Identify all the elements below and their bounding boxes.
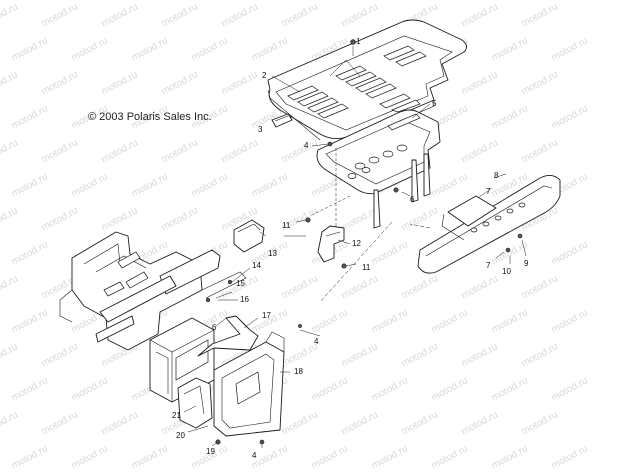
callout-2: 2 — [262, 71, 267, 80]
callout-9: 9 — [524, 259, 529, 268]
callout-16: 16 — [240, 295, 249, 304]
callout-21: 21 — [172, 411, 181, 420]
callout-14: 14 — [252, 261, 261, 270]
callout-7a: 7 — [486, 187, 491, 196]
reflector — [271, 113, 293, 128]
callout-17: 17 — [262, 311, 271, 320]
callout-13: 13 — [268, 249, 277, 258]
callout-11b: 11 — [362, 263, 371, 272]
copyright-text: © 2003 Polaris Sales Inc. — [88, 111, 212, 123]
callout-6a: 6 — [410, 195, 415, 204]
callout-3: 3 — [258, 125, 263, 134]
tail-light — [233, 219, 265, 253]
guard-flap — [197, 315, 285, 437]
rear-bumper — [417, 175, 561, 274]
callout-4c: 4 — [252, 451, 257, 460]
leader-lines — [183, 46, 527, 448]
callout-5: 5 — [432, 99, 437, 108]
callout-19: 19 — [206, 447, 215, 456]
callout-4b: 4 — [314, 337, 319, 346]
callout-15: 15 — [236, 279, 245, 288]
callout-12: 12 — [352, 239, 361, 248]
callout-1: 1 — [356, 37, 361, 46]
mounting-bracket — [317, 225, 345, 263]
callout-8: 8 — [494, 171, 499, 180]
callout-20: 20 — [176, 431, 185, 440]
callout-10: 10 — [502, 267, 511, 276]
callout-7b: 7 — [486, 261, 491, 270]
callout-11a: 11 — [282, 221, 291, 230]
rear-rack-top — [267, 19, 467, 143]
callout-6b: 6 — [212, 323, 217, 332]
callout-18: 18 — [294, 367, 303, 376]
fasteners — [205, 39, 523, 445]
rack-support — [316, 109, 441, 229]
main-frame — [59, 231, 247, 351]
callout-4a: 4 — [304, 141, 309, 150]
side-panel — [177, 377, 213, 429]
